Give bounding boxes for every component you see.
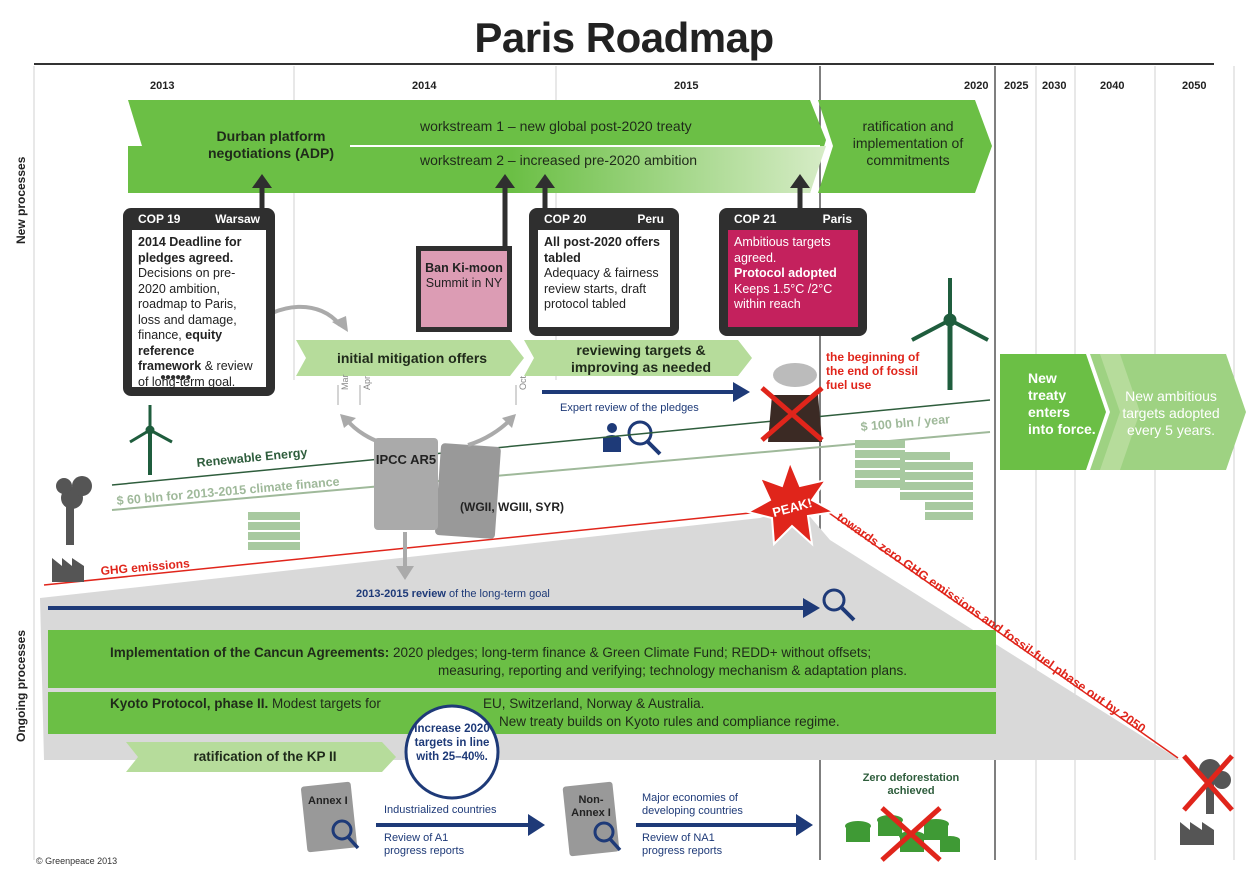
workstream-2: workstream 2 – increased pre-2020 ambiti… (420, 152, 698, 168)
deforestation-label: Zero deforestation achieved (862, 772, 960, 797)
month-label: Mar (340, 374, 350, 391)
annex1-bottom: Review of A1 progress reports (384, 832, 465, 857)
cop19-name: COP 19 (138, 212, 181, 226)
cancun-line2: measuring, reporting and verifying; tech… (438, 663, 908, 678)
cop20-bold1: All post-2020 offers tabled (544, 235, 661, 265)
review-label: 2013-2015 review of the long-term goal (356, 588, 550, 600)
year-label: 2050 (1182, 80, 1207, 92)
annex1-document-icon (300, 781, 360, 853)
copyright: © Greenpeace 2013 (36, 856, 118, 866)
cancun-line1: 2020 pledges; long-term finance & Green … (393, 645, 872, 660)
bankimoon-bold: Ban Ki-moon (425, 261, 503, 275)
people-icon: ●●●●●● (160, 372, 191, 383)
cop21-card: COP 21 Paris Ambitious targets agreed. Pr… (719, 208, 867, 336)
kyoto-text2: EU, Switzerland, Norway & Australia. (483, 696, 705, 711)
ipcc-reports-label: (WGII, WGIII, SYR) (460, 500, 564, 514)
cancun-bold: Implementation of the Cancun Agreements: (110, 645, 390, 660)
kyoto-line2: New treaty builds on Kyoto rules and com… (499, 714, 840, 729)
factory-icon (52, 476, 92, 582)
cancun-band (48, 630, 996, 688)
initial-mitigation-label: initial mitigation offers (336, 350, 488, 366)
kyoto-text1: Modest targets for (272, 696, 381, 711)
ratification-arrow (818, 100, 992, 193)
month-label: Oct (518, 375, 528, 390)
expert-review-label: Expert review of the pledges (560, 402, 699, 414)
money-stack-icon (855, 440, 973, 520)
reviewing-arrow (524, 340, 752, 376)
month-label: Apr (362, 375, 372, 390)
kyoto-band (48, 692, 996, 734)
reviewing-label: reviewing targets & improving as needed (570, 342, 712, 375)
kp2-label: ratification of the KP II (193, 749, 337, 764)
increase-circle (404, 704, 500, 800)
finance-line (111, 431, 991, 511)
year-label: 2025 (1004, 80, 1029, 92)
year-label: 2020 (964, 80, 989, 92)
cop19-text2: & review of long-term goal. (138, 359, 253, 389)
annex1-label: Annex I (308, 795, 348, 807)
ratification-label: ratification and implementation of commi… (852, 118, 964, 168)
cop21-city: Paris (822, 212, 852, 226)
cop21-bold1: Protocol adopted (734, 266, 837, 280)
adp-label: Durban platform negotiations (ADP) (208, 128, 334, 161)
kp2-arrow (126, 742, 396, 772)
bankimoon-card: Ban Ki-moon Summit in NY (416, 246, 512, 332)
cop19-text1: Decisions on pre-2020 ambition, roadmap … (138, 266, 237, 342)
cop21-name: COP 21 (734, 212, 777, 226)
new-treaty-chevron (1000, 354, 1106, 470)
cop20-card: COP 20 Peru All post-2020 offers tabled A… (529, 208, 679, 336)
review-magnifier-icon (822, 588, 856, 622)
towards-zero-line (821, 507, 1179, 759)
wind-turbine-icon (129, 405, 173, 475)
side-label-new: New processes (14, 156, 28, 244)
nonannex-label: Non-Annex I (571, 794, 611, 819)
nonannex-top: Major economies of developing countries (642, 792, 743, 817)
cop19-bold1: 2014 Deadline for pledges agreed. (138, 235, 242, 265)
workstream-1: workstream 1 – new global post-2020 trea… (420, 118, 692, 134)
nonannex-bottom: Review of NA1 progress reports (642, 832, 723, 857)
renewable-energy-line (111, 399, 991, 486)
wind-turbine-icon (911, 278, 989, 390)
cop21-text2: Keeps 1.5°C /2°C within reach (734, 281, 833, 312)
cop20-city: Peru (637, 212, 664, 226)
kyoto-bold: Kyoto Protocol, phase II. (110, 696, 269, 711)
cop19-bold2: equity reference framework (138, 328, 223, 373)
increase-label: Increase 2020 targets in line with 25–40… (414, 723, 490, 763)
peak-starburst (745, 459, 838, 547)
ghg-line (43, 511, 761, 586)
year-label: 2013 (150, 80, 175, 92)
year-label: 2015 (674, 80, 699, 92)
ipcc-label: IPCC AR5 (375, 452, 437, 467)
cop20-name: COP 20 (544, 212, 587, 226)
cop19-city: Warsaw (215, 212, 260, 226)
kyoto-text: Kyoto Protocol, phase II. Modest targets… (110, 696, 381, 711)
adp-arrow-ws2 (128, 146, 826, 193)
cop20-text1: Adequacy & fairness review starts, draft… (544, 266, 659, 311)
year-label: 2040 (1100, 80, 1125, 92)
bankimoon-text: Summit in NY (425, 276, 503, 290)
fossil-end-label: the beginning of the end of fossil fuel … (826, 350, 920, 392)
expert-magnifier-icon (603, 420, 662, 456)
new-targets-label: New ambitious targets adopted every 5 ye… (1122, 388, 1220, 438)
new-treaty-label: New treaty enters into force. (1028, 370, 1096, 437)
initial-mitigation-arrow (296, 340, 524, 376)
money-stack-icon (248, 512, 300, 550)
up-arrows (252, 174, 810, 260)
page-title: Paris Roadmap (474, 14, 774, 61)
power-plant-icon (760, 363, 824, 442)
cop19-card: COP 19 Warsaw 2014 Deadline for pledges a… (123, 208, 275, 396)
tree-stumps-icon (845, 815, 960, 852)
nonannex-document-icon (562, 781, 622, 857)
ipcc-document-icon (374, 438, 501, 539)
year-label: 2014 (412, 80, 437, 92)
side-label-ongoing: Ongoing processes (14, 629, 28, 742)
cop21-text1: Ambitious targets agreed. (734, 235, 831, 265)
annex1-top: Industrialized countries (384, 804, 497, 816)
year-label: 2030 (1042, 80, 1067, 92)
cancun-text: Implementation of the Cancun Agreements:… (110, 644, 871, 662)
